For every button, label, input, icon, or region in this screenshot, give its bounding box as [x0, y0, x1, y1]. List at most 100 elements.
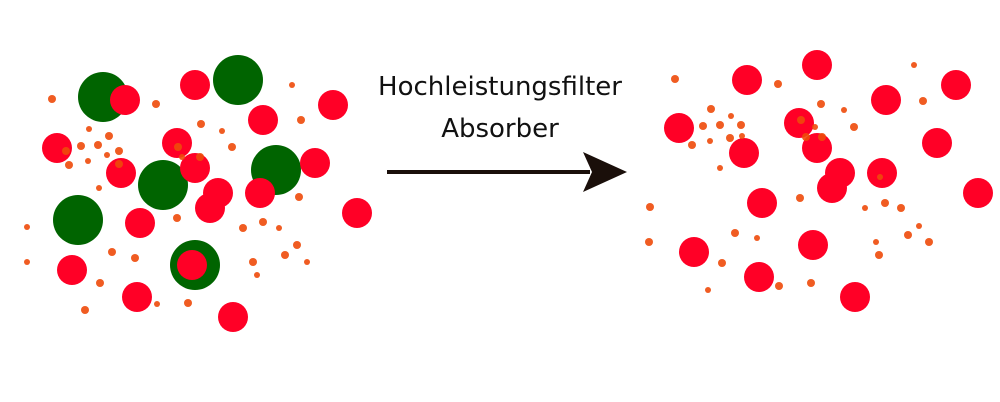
- label-absorber: Absorber: [441, 114, 559, 144]
- medium-particle: [963, 178, 993, 208]
- small-particle: [152, 100, 160, 108]
- medium-particle: [122, 282, 152, 312]
- small-particle: [737, 121, 745, 129]
- small-particle: [289, 82, 295, 88]
- small-particle: [716, 121, 724, 129]
- small-particle: [728, 113, 734, 119]
- medium-particle: [798, 230, 828, 260]
- small-particle: [154, 301, 160, 307]
- small-particle: [925, 238, 933, 246]
- small-particle: [115, 160, 123, 168]
- small-particle: [916, 223, 922, 229]
- small-particle: [81, 306, 89, 314]
- medium-particle: [180, 70, 210, 100]
- medium-particle: [802, 50, 832, 80]
- small-particle: [48, 95, 56, 103]
- medium-particle: [342, 198, 372, 228]
- small-particle: [96, 185, 102, 191]
- medium-particle: [248, 105, 278, 135]
- small-particle: [249, 258, 257, 266]
- medium-particle: [747, 188, 777, 218]
- small-particle: [919, 97, 927, 105]
- small-particle: [276, 225, 282, 231]
- small-particle: [85, 158, 91, 164]
- small-particle: [904, 231, 912, 239]
- small-particle: [873, 239, 879, 245]
- small-particle: [197, 120, 205, 128]
- medium-particle: [180, 153, 210, 183]
- small-particle: [718, 259, 726, 267]
- particles-after-filter: [645, 50, 993, 312]
- medium-particle: [871, 85, 901, 115]
- small-particle: [94, 141, 102, 149]
- large-particle: [213, 55, 263, 105]
- small-particle: [754, 235, 760, 241]
- small-particle: [797, 116, 805, 124]
- medium-particle: [162, 128, 192, 158]
- medium-particle: [732, 65, 762, 95]
- medium-particle: [664, 113, 694, 143]
- small-particle: [911, 62, 917, 68]
- medium-particle: [679, 237, 709, 267]
- small-particle: [881, 199, 889, 207]
- process-arrow: [387, 152, 627, 192]
- small-particle: [297, 116, 305, 124]
- small-particle: [304, 259, 310, 265]
- small-particle: [219, 128, 225, 134]
- medium-particle: [300, 148, 330, 178]
- small-particle: [228, 143, 236, 151]
- small-particle: [239, 224, 247, 232]
- medium-particle: [867, 158, 897, 188]
- small-particle: [774, 80, 782, 88]
- small-particle: [812, 124, 818, 130]
- small-particle: [841, 107, 847, 113]
- large-particle: [138, 160, 188, 210]
- small-particle: [24, 259, 30, 265]
- small-particle: [862, 205, 868, 211]
- small-particle: [295, 193, 303, 201]
- small-particle: [818, 133, 826, 141]
- small-particle: [24, 224, 30, 230]
- large-particle: [53, 195, 103, 245]
- small-particle: [699, 122, 707, 130]
- small-particle: [646, 203, 654, 211]
- medium-particle: [57, 255, 87, 285]
- label-filter: Hochleistungsfilter: [378, 72, 622, 102]
- medium-particle: [177, 250, 207, 280]
- small-particle: [707, 105, 715, 113]
- medium-particle: [245, 178, 275, 208]
- small-particle: [717, 165, 723, 171]
- medium-particle: [729, 138, 759, 168]
- small-particle: [196, 153, 204, 161]
- small-particle: [645, 238, 653, 246]
- small-particle: [96, 279, 104, 287]
- small-particle: [104, 152, 110, 158]
- medium-particle: [318, 90, 348, 120]
- medium-particle: [110, 85, 140, 115]
- small-particle: [705, 287, 711, 293]
- small-particle: [254, 272, 260, 278]
- small-particle: [184, 299, 192, 307]
- small-particle: [108, 248, 116, 256]
- small-particle: [731, 229, 739, 237]
- small-particle: [179, 154, 185, 160]
- medium-particle: [817, 173, 847, 203]
- small-particle: [173, 214, 181, 222]
- small-particle: [897, 204, 905, 212]
- small-particle: [875, 251, 883, 259]
- small-particle: [688, 141, 696, 149]
- small-particle: [817, 100, 825, 108]
- small-particle: [115, 147, 123, 155]
- small-particle: [259, 218, 267, 226]
- small-particle: [739, 133, 745, 139]
- small-particle: [65, 161, 73, 169]
- small-particle: [877, 174, 883, 180]
- small-particle: [671, 75, 679, 83]
- medium-particle: [922, 128, 952, 158]
- small-particle: [174, 143, 182, 151]
- small-particle: [77, 142, 85, 150]
- medium-particle: [42, 133, 72, 163]
- small-particle: [796, 194, 804, 202]
